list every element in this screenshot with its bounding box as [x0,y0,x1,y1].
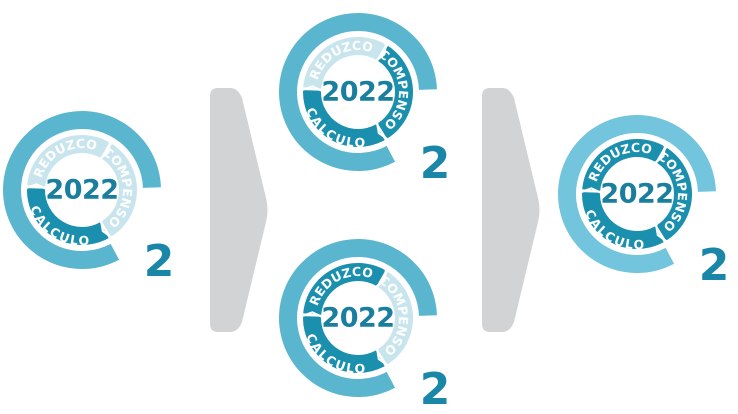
segment-divider [99,220,113,239]
segment-compensate [377,271,413,365]
seal-year: 2022 [45,175,118,206]
segment-divider [654,224,668,243]
segment-calculate [303,316,385,373]
co2-subscript: 2 [420,138,451,189]
segment-calculate [582,192,664,249]
arrow-right-2 [482,88,540,332]
segment-compensate [656,147,692,241]
segment-compensate [377,45,413,139]
segment-divider [301,85,323,92]
arrow-shape-1 [210,88,268,332]
seal-year: 2022 [321,77,394,108]
segment-divider [25,183,47,190]
segment-reduce [27,135,110,187]
segment-divider [375,122,389,141]
seal-year: 2022 [321,303,394,334]
co2-subscript: 2 [699,240,730,291]
co2-subscript: 2 [144,236,175,287]
segment-divider [654,145,667,164]
arrow-shape-2 [482,88,540,332]
segment-divider [301,311,323,318]
segment-divider [375,269,388,288]
segment-calculate [303,90,385,147]
segment-reduce [303,37,386,89]
segment-divider [99,141,112,160]
segment-calculate [27,188,109,245]
seal-year: 2022 [600,179,673,210]
segment-divider [375,43,388,62]
segment-compensate [101,143,137,237]
segment-divider [375,348,389,367]
co2-subscript: 2 [420,364,451,414]
segment-divider [580,187,602,194]
segment-reduce [303,263,386,315]
arrow-right-1 [210,88,268,332]
segment-reduce [582,139,665,191]
